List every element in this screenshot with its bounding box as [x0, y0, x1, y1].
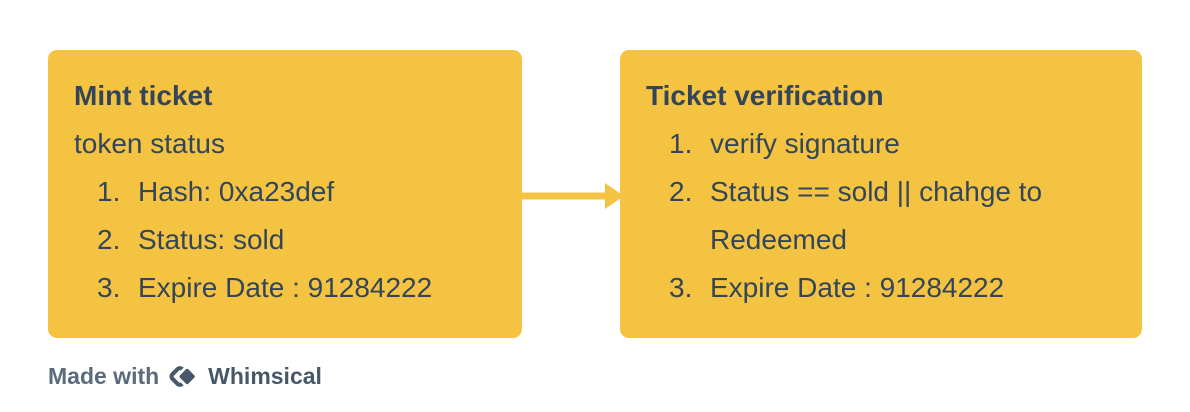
list-item: Status: sold	[97, 216, 285, 264]
made-with-label: Made with	[48, 362, 160, 389]
node-title: Ticket verification	[646, 80, 884, 111]
node-title: Mint ticket	[74, 80, 213, 111]
list-item: Expire Date : 91284222	[669, 264, 1005, 312]
node-subtitle: token status	[74, 128, 225, 159]
whimsical-watermark-link[interactable]: Made with Whimsical	[48, 358, 322, 394]
list-item: Expire Date : 91284222	[97, 264, 433, 312]
list-item: verify signature	[669, 120, 900, 168]
node-mint-ticket: Mint ticket token status Hash: 0xa23def …	[48, 50, 522, 338]
node-list: Hash: 0xa23def Status: sold Expire Date …	[74, 168, 496, 312]
list-item: Hash: 0xa23def	[97, 168, 335, 216]
whimsical-logo-icon	[169, 365, 198, 387]
whimsical-brand-label: Whimsical	[208, 362, 322, 389]
node-ticket-verification: Ticket verification verify signature Sta…	[620, 50, 1142, 338]
node-list: verify signature Status == sold || chahg…	[646, 120, 1116, 312]
arrow-right-connector	[520, 183, 624, 209]
list-item: Status == sold || chahge to Redeemed	[669, 168, 1043, 255]
